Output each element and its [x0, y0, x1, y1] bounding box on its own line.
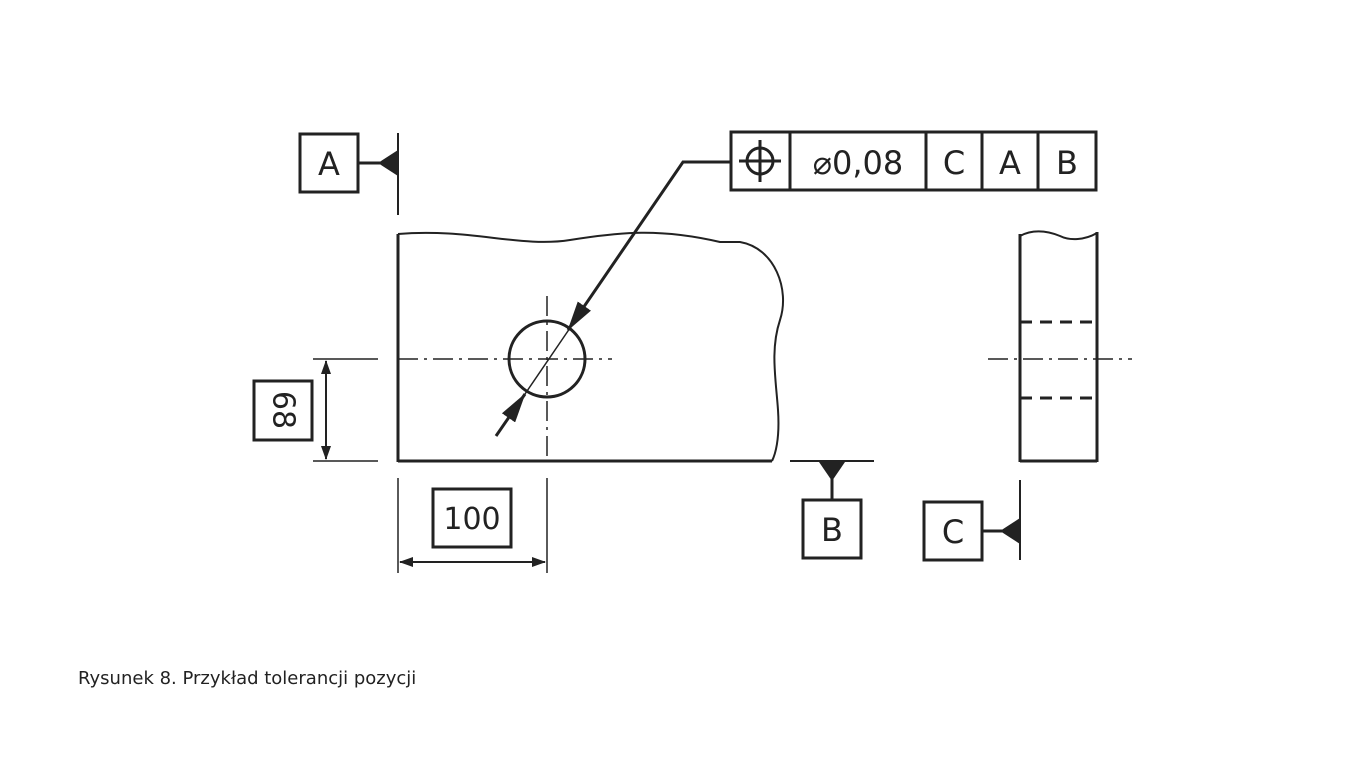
datum-b: B	[790, 460, 874, 560]
position-icon	[739, 140, 781, 182]
fcf-datum-ref-2: A	[999, 144, 1021, 182]
side-view-top-break	[1019, 230, 1098, 241]
fcf-datum-ref-3: B	[1056, 144, 1078, 182]
fcf-outline	[729, 130, 1098, 192]
front-view	[396, 231, 785, 463]
datum-a-label: A	[318, 145, 340, 183]
front-view-outline	[397, 231, 785, 462]
datum-b-triangle	[819, 462, 845, 481]
datum-b-box	[801, 498, 863, 560]
fcf-leader	[494, 160, 731, 437]
side-view	[988, 230, 1132, 463]
feature-control-frame: ⌀0,08 C A B	[729, 130, 1098, 192]
dimension-vertical-value: 68	[266, 391, 301, 429]
dimension-horizontal-box	[431, 487, 513, 549]
datum-c-triangle	[1000, 518, 1020, 544]
fcf-leader-line	[566, 160, 731, 331]
fcf-tolerance-value: ⌀0,08	[813, 144, 904, 182]
datum-a: A	[298, 132, 399, 215]
dimension-vertical-box	[252, 379, 314, 442]
dimension-vertical: 68	[252, 358, 378, 462]
hole-diameter-arrow	[494, 393, 527, 437]
datum-a-triangle	[378, 150, 398, 176]
dimension-horizontal: 100	[397, 478, 548, 573]
datum-c: C	[922, 480, 1021, 562]
datum-b-label: B	[821, 511, 843, 549]
datum-c-label: C	[942, 513, 964, 551]
fcf-datum-ref-1: C	[943, 144, 965, 182]
dimension-horizontal-value: 100	[443, 502, 500, 537]
figure-caption: Rysunek 8. Przykład tolerancji pozycji	[78, 668, 417, 689]
hole-diameter-line	[524, 327, 571, 395]
